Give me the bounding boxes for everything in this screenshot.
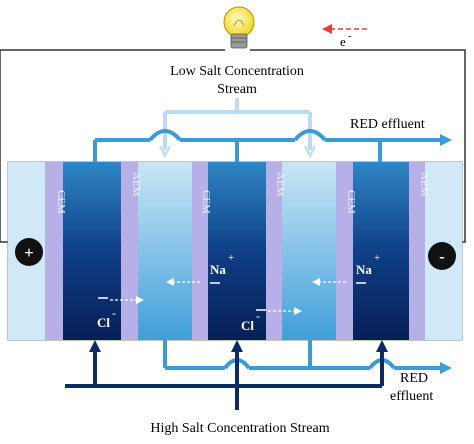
low-salt-stream-label-line2: Stream: [217, 82, 257, 97]
anode-sign: +: [24, 243, 34, 262]
na-ion-migration-2: Na +: [312, 252, 380, 286]
na-ion-charge-1: +: [228, 252, 234, 264]
na-ion-charge-2: +: [374, 252, 380, 264]
electron-superscript: -: [348, 31, 351, 42]
low-salt-compartment-1: [138, 162, 192, 340]
red-stack: CEM AEM CEM AEM CEM AEM: [7, 161, 463, 341]
high-salt-stream-label: High Salt Concentration Stream: [150, 421, 329, 436]
cl-ion-label-2: Cl: [241, 318, 254, 333]
membrane-5: [336, 162, 353, 340]
membrane-6: [409, 162, 425, 340]
cl-ion-migration-1: Cl -: [97, 296, 144, 330]
high-salt-inlet-pipes: [65, 340, 388, 410]
low-salt-compartment-2: [282, 162, 336, 340]
na-ion-label-1: Na: [210, 262, 226, 277]
membrane-label-6: AEM: [418, 172, 430, 197]
red-effluent-top-label: RED effluent: [350, 117, 425, 132]
membrane-1: [45, 162, 63, 340]
membrane-2: [121, 162, 138, 340]
cl-ion-label-1: Cl: [97, 315, 110, 330]
cathode-electrode: -: [428, 242, 456, 270]
na-ion-label-2: Na: [356, 262, 372, 277]
low-salt-stream-label-line1: Low Salt Concentration: [170, 64, 304, 79]
cl-ion-migration-2: Cl -: [241, 307, 302, 333]
membrane-4: [266, 162, 282, 340]
electron-label: e: [340, 34, 346, 49]
membrane-label-1: CEM: [55, 190, 67, 214]
red-effluent-top-pipes: [93, 129, 452, 162]
membrane-label-3: CEM: [200, 190, 212, 214]
high-salt-compartment-1: [63, 162, 121, 340]
membrane-label-2: AEM: [130, 172, 142, 197]
na-ion-migration-1: Na +: [166, 252, 234, 286]
red-effluent-bottom-pipes: [163, 340, 452, 374]
high-salt-compartment-3: [353, 162, 409, 340]
membrane-3: [192, 162, 208, 340]
light-bulb-icon: [223, 6, 255, 49]
membrane-label-4: AEM: [274, 172, 286, 197]
anode-electrode: +: [15, 238, 43, 266]
electron-indicator: e -: [322, 24, 368, 49]
cathode-sign: -: [439, 247, 445, 266]
cl-ion-charge-1: -: [112, 306, 116, 320]
membrane-label-5: CEM: [345, 190, 357, 214]
red-effluent-bottom-label-line2: effluent: [390, 389, 433, 404]
cl-ion-charge-2: -: [256, 309, 260, 323]
red-effluent-bottom-label-line1: RED: [400, 371, 428, 386]
dashed-arrow-left-icon: [322, 24, 368, 34]
